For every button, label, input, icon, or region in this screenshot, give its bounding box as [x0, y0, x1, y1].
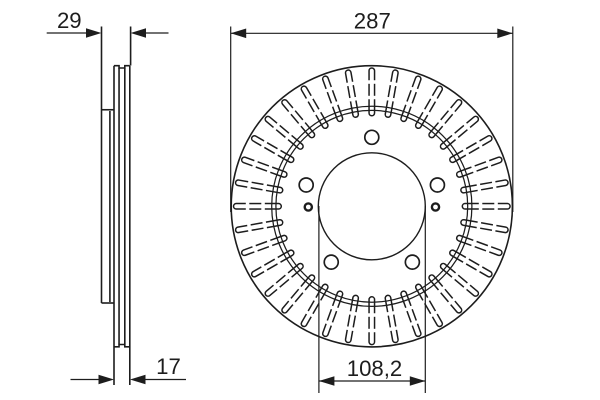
svg-text:29: 29: [57, 8, 82, 33]
svg-text:287: 287: [354, 9, 391, 34]
svg-text:17: 17: [156, 354, 181, 379]
svg-text:108,2: 108,2: [347, 356, 403, 381]
